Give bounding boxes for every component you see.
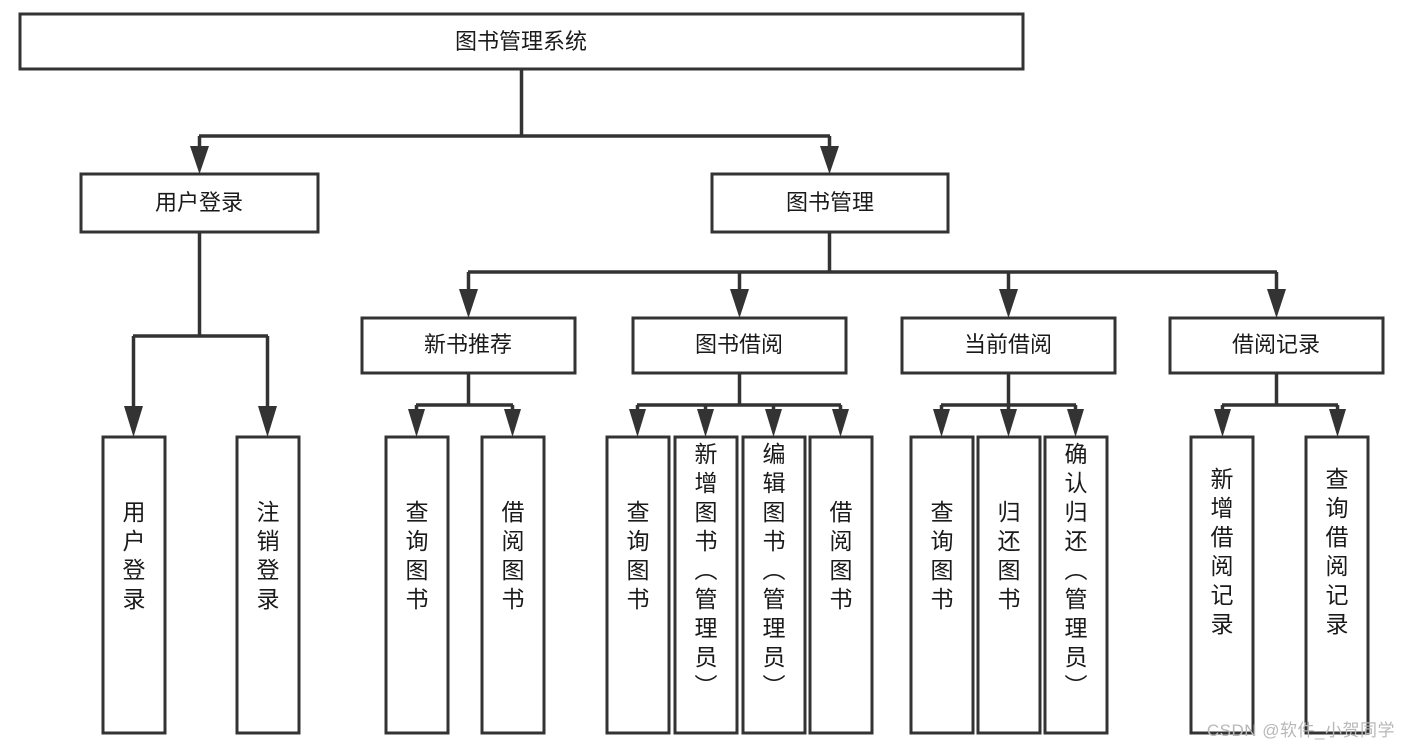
node-box-shape [631,316,848,375]
node-leaf-query-record[interactable]: 查询借阅记录 [1304,435,1370,735]
arrow-head-icon [832,409,849,437]
node-box-shape [384,435,450,735]
node-leaf-return-book[interactable]: 归还图书 [976,435,1042,735]
node-box-shape [1043,435,1109,735]
node-label-leaf-logout-login: 注销登录 [257,499,280,612]
arrow-head-icon [629,409,646,437]
node-label-leaf-confirm-return: 确认归还︵管理员︶ [1065,441,1088,699]
node-label-current-borrow: 当前借阅 [964,332,1052,357]
node-box-shape [673,435,739,735]
node-box-shape [1189,435,1255,735]
arrow-head-icon [697,409,714,437]
node-box-shape [741,435,807,735]
arrow-head-icon [933,409,950,437]
node-borrow-record[interactable]: 借阅记录 [1168,316,1385,375]
node-box-shape [480,435,546,735]
node-user-login[interactable]: 用户登录 [79,172,320,234]
node-label-leaf-query-book-2: 查询图书 [627,499,650,612]
node-box-shape [1304,435,1370,735]
node-leaf-logout-login[interactable]: 注销登录 [235,435,301,735]
node-leaf-query-book-1[interactable]: 查询图书 [384,435,450,735]
node-leaf-edit-book[interactable]: 编辑图书︵管理员︶ [741,435,807,735]
node-box-shape [360,316,577,375]
node-label-leaf-query-record: 查询借阅记录 [1326,466,1349,637]
node-label-user-login: 用户登录 [155,190,243,215]
node-box-shape [101,435,167,735]
connector-root-to-level1 [190,69,839,174]
node-label-root: 图书管理系统 [455,29,587,54]
node-book-management[interactable]: 图书管理 [710,172,950,234]
node-box-shape [900,316,1117,375]
node-leaf-confirm-return[interactable]: 确认归还︵管理员︶ [1043,435,1109,735]
arrow-head-icon [124,406,143,437]
arrow-head-icon [1329,409,1346,437]
node-box-shape [976,435,1042,735]
node-current-borrow[interactable]: 当前借阅 [900,316,1117,375]
node-label-leaf-query-book-1: 查询图书 [406,499,429,612]
arrow-head-icon [1067,409,1084,437]
node-label-leaf-query-book-3: 查询图书 [931,499,954,612]
node-box-shape [18,12,1025,71]
node-new-book-recommend[interactable]: 新书推荐 [360,316,577,375]
arrow-head-icon [408,409,425,437]
node-label-leaf-add-record: 新增借阅记录 [1211,466,1234,637]
connector-currentborrow-to-leaves [933,373,1084,437]
node-label-leaf-return-book: 归还图书 [998,499,1021,612]
node-box-shape [710,172,950,234]
node-label-borrow-record: 借阅记录 [1232,332,1320,357]
arrow-head-icon [190,146,209,174]
connector-bookborrow-to-leaves [629,373,849,437]
connector-bookmanagement-to-level2 [459,232,1286,318]
node-root[interactable]: 图书管理系统 [18,12,1025,71]
node-box-shape [235,435,301,735]
arrow-head-icon [1214,409,1231,437]
watermark-label: CSDN @软件_小贺同学 [1206,721,1395,740]
arrow-head-icon [820,146,839,174]
node-leaf-borrow-book-1[interactable]: 借阅图书 [480,435,546,735]
node-leaf-query-book-2[interactable]: 查询图书 [605,435,671,735]
arrow-head-icon [459,289,478,318]
connector-borrowrecord-to-leaves [1214,373,1346,437]
node-label-book-borrow: 图书借阅 [695,332,783,357]
node-leaf-add-record[interactable]: 新增借阅记录 [1189,435,1255,735]
node-leaf-query-book-3[interactable]: 查询图书 [909,435,975,735]
node-label-leaf-borrow-book-2: 借阅图书 [830,499,853,612]
arrow-head-icon [1000,409,1017,437]
arrow-head-icon [504,409,521,437]
node-box-shape [605,435,671,735]
arrow-head-icon [258,406,277,437]
node-label-leaf-user-login: 用户登录 [123,499,146,612]
node-book-borrow[interactable]: 图书借阅 [631,316,848,375]
connector-newbook-to-leaves [408,373,521,437]
node-box-shape [909,435,975,735]
node-box-shape [79,172,320,234]
arrow-head-icon [999,289,1018,318]
arrow-head-icon [730,289,749,318]
connector-userlogin-to-leaves [124,232,277,437]
node-label-new-book-recommend: 新书推荐 [424,332,512,357]
arrow-head-icon [1267,289,1286,318]
node-leaf-add-book[interactable]: 新增图书︵管理员︶ [673,435,739,735]
node-label-leaf-edit-book: 编辑图书︵管理员︶ [763,441,786,699]
node-box-shape [1168,316,1385,375]
node-label-book-management: 图书管理 [786,190,874,215]
arrow-head-icon [765,409,782,437]
node-box-shape [808,435,874,735]
node-label-leaf-add-book: 新增图书︵管理员︶ [695,441,718,699]
node-leaf-borrow-book-2[interactable]: 借阅图书 [808,435,874,735]
node-leaf-user-login[interactable]: 用户登录 [101,435,167,735]
node-label-leaf-borrow-book-1: 借阅图书 [502,499,525,612]
